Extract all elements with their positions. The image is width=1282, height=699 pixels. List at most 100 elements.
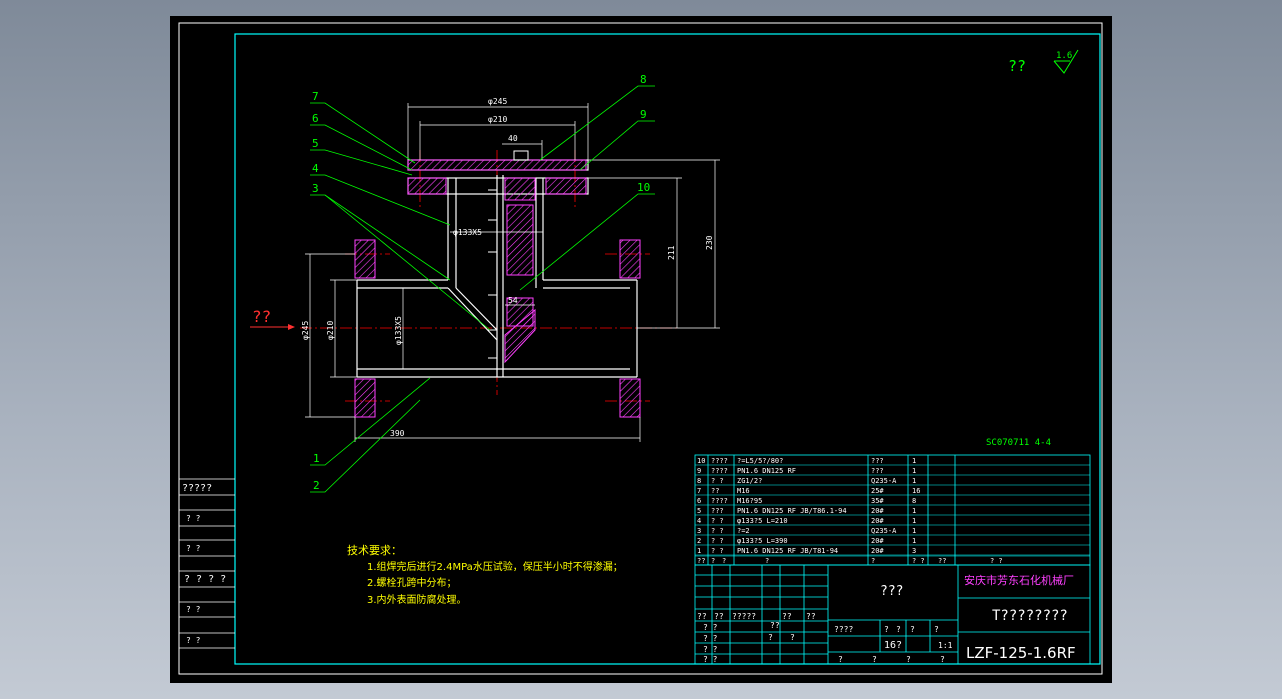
left-strip-label-2: ? ?: [186, 514, 201, 523]
dim-w390: 390: [390, 429, 405, 438]
bom-cell: ?=L5/5?/80?: [737, 457, 783, 465]
sign-label-5: ??: [806, 612, 816, 621]
left-strip-label-1: ?????: [182, 483, 212, 494]
roughness-symbol: [1053, 49, 1079, 74]
bom-header-cell: ?: [722, 557, 726, 565]
dim-w54: 54: [508, 296, 518, 305]
bom-cell: 1: [912, 517, 916, 525]
bom-cell: 3: [912, 547, 916, 555]
bom-cell: 4: [697, 517, 701, 525]
bom-cell: 1: [912, 527, 916, 535]
bom-cell: ? ?: [711, 547, 724, 555]
dimension-lines: [305, 103, 720, 442]
balloon-1: 1: [313, 452, 320, 465]
dim-d245-side: φ245: [301, 321, 310, 340]
tb-small-3: ?: [790, 633, 795, 642]
left-strip: [179, 478, 235, 649]
bom-cell: PN1.6 DN125 RF: [737, 467, 796, 475]
bom-cell: 8: [697, 477, 701, 485]
bom-cell: ???: [871, 457, 884, 465]
page-cell-4: ?: [940, 655, 945, 664]
stage-cell-3: ?: [910, 625, 915, 634]
bom-cell: 16: [912, 487, 920, 495]
dim-d210-side: φ210: [326, 321, 335, 340]
page-cell-3: ?: [906, 655, 911, 664]
bom-cell: ?=2: [737, 527, 750, 535]
balloon-5: 5: [312, 137, 319, 150]
flow-arrowhead: [288, 324, 295, 330]
bom-cell: M16?95: [737, 497, 762, 505]
bolt-ticks: [488, 189, 497, 359]
inner-frame: [234, 33, 1101, 665]
page-cell-1: ?: [838, 655, 843, 664]
valve-body: [356, 159, 638, 378]
balloon-3: 3: [312, 182, 319, 195]
dimension-texts: φ245 φ210 40 φ133X5 54 390 211 230 φ245 …: [301, 97, 714, 438]
flow-label: ??: [252, 307, 271, 326]
sign-label-1: ??: [697, 612, 707, 621]
bom-cell: 6: [697, 497, 701, 505]
bom-cell: 10: [697, 457, 705, 465]
tech-item-2: 2.螺栓孔跨中分布；: [367, 576, 457, 589]
bom-cell: ? ?: [711, 537, 724, 545]
balloon-4: 4: [312, 162, 319, 175]
drawing-sheet: ????? ? ? ? ? ? ? ? ? ? ? ? ? ?? 1.6 ??: [170, 16, 1112, 683]
bom-cell: 7: [697, 487, 701, 495]
stage-label: ????: [834, 625, 853, 634]
dim-w40: 40: [508, 134, 518, 143]
roughness-value: 1.6: [1056, 51, 1072, 61]
bom-cell: ????: [711, 467, 728, 475]
balloon-9: 9: [640, 108, 647, 121]
bom-cell: Q235-A: [871, 477, 897, 485]
bom-header-cell: ??: [938, 557, 946, 565]
drawing-number: LZF-125-1.6RF: [966, 644, 1076, 662]
bom-cell: 5: [697, 507, 701, 515]
stage-cell-4: ?: [934, 625, 939, 634]
bom-cell: 3: [697, 527, 701, 535]
tech-title: 技术要求：: [347, 544, 402, 557]
scale: 1:1: [938, 641, 953, 650]
bom-cell: 20#: [871, 507, 884, 515]
bom-cell: ? ?: [711, 517, 724, 525]
bom-cell: 20#: [871, 547, 884, 555]
bom-header-cell: ??: [697, 557, 705, 565]
balloon-2: 2: [313, 479, 320, 492]
sign-label-2: ??: [714, 612, 724, 621]
drawing-name: T????????: [992, 608, 1068, 624]
bom-cell: 20#: [871, 537, 884, 545]
sign-label-3: ?????: [732, 612, 756, 621]
bom-cell: PN1.6 DN125 RF JB/T86.1-94: [737, 507, 847, 515]
tech-item-3: 3.内外表面防腐处理。: [367, 593, 467, 606]
bom-rows: 10?????=L5/5?/80????19????PN1.6 DN125 RF…: [695, 457, 1090, 565]
tech-item-1: 1.组焊完后进行2.4MPa水压试验，保压半小时不得渗漏；: [367, 560, 623, 573]
company-name: 安庆市芳东石化机械厂: [964, 573, 1074, 587]
bom-cell: ????: [711, 497, 728, 505]
corner-symbol: ??: [1008, 57, 1026, 75]
bom-header-cell: ?: [711, 557, 715, 565]
bom-cell: 35#: [871, 497, 884, 505]
bom-cell: 8: [912, 497, 916, 505]
hatched-sections: [354, 159, 641, 418]
bom-cell: 1: [697, 547, 701, 555]
bom-cell: φ133?5 L=210: [737, 517, 788, 525]
bom-cell: ? ?: [711, 527, 724, 535]
dim-h211: 211: [667, 245, 676, 260]
plug-part: [513, 150, 529, 161]
bom-cell: 2: [697, 537, 701, 545]
bom-cell: 25#: [871, 487, 884, 495]
bom-cell: ??: [711, 487, 719, 495]
balloon-7: 7: [312, 90, 319, 103]
cad-drawing: ????? ? ? ? ? ? ? ? ? ? ? ? ? ?? 1.6 ??: [178, 22, 1103, 675]
stage-cell-2: ?: [896, 625, 901, 634]
dim-d245-top: φ245: [488, 97, 507, 106]
bom-cell: ? ?: [711, 477, 724, 485]
bom-cell: ???: [871, 467, 884, 475]
left-strip-label-5: ? ?: [186, 605, 201, 614]
bom-header-cell: ?: [765, 557, 769, 565]
sign-label-4: ??: [782, 612, 792, 621]
leader-lines: [310, 85, 655, 493]
weight: 16?: [884, 640, 902, 651]
bom-cell: 1: [912, 477, 916, 485]
bom-cell: ????: [711, 457, 728, 465]
bom-cell: 1: [912, 467, 916, 475]
